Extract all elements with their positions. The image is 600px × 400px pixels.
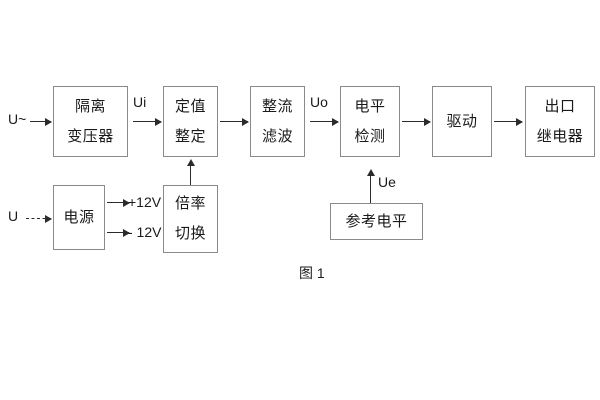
supply-output-label-negative-12v: - 12V xyxy=(128,224,162,240)
block-drive: 驱动 xyxy=(432,86,492,157)
block-power-supply: 电源 xyxy=(53,185,105,250)
block-rectify-filter: 整流 滤波 xyxy=(250,86,305,157)
figure-caption: 图 1 xyxy=(299,265,325,281)
block-drive-line1: 驱动 xyxy=(446,112,478,130)
block-power-supply-line1: 电源 xyxy=(63,208,95,226)
block-level-detect: 电平 检测 xyxy=(340,86,400,157)
arrow-ac-input-to-isolation-transformer xyxy=(30,118,52,126)
signal-label-ue: Ue xyxy=(378,174,396,190)
block-output-relay-line1: 出口 xyxy=(544,97,576,115)
block-multiplier-switch-line1: 倍率 xyxy=(174,195,206,213)
arrow-multiplier-switch-to-setting-value xyxy=(186,159,195,185)
block-rectify-filter-line2: 滤波 xyxy=(261,127,293,145)
arrow-drive-to-output-relay xyxy=(494,118,523,126)
arrow-reference-level-to-level-detect xyxy=(366,169,375,203)
block-output-relay-line2: 继电器 xyxy=(536,127,584,145)
arrow-power-supply-positive-12v xyxy=(107,199,130,207)
block-reference-level: 参考电平 xyxy=(330,203,423,240)
arrow-power-supply-negative-12v xyxy=(107,229,130,237)
block-output-relay: 出口 继电器 xyxy=(525,86,595,157)
block-setting-value-line1: 定值 xyxy=(174,97,206,115)
block-multiplier-switch: 倍率 切换 xyxy=(163,185,218,253)
block-level-detect-line1: 电平 xyxy=(354,97,386,115)
block-setting-value: 定值 整定 xyxy=(163,86,218,157)
input-label-ac: U~ xyxy=(8,111,27,127)
signal-label-uo: Uo xyxy=(310,94,328,110)
block-isolation-transformer-line1: 隔离 xyxy=(74,97,106,115)
block-reference-level-line1: 参考电平 xyxy=(345,212,408,230)
arrow-setting-value-to-rectify-filter xyxy=(220,118,249,126)
block-rectify-filter-line1: 整流 xyxy=(261,97,293,115)
signal-label-ui: Ui xyxy=(133,94,147,110)
block-isolation-transformer: 隔离 变压器 xyxy=(53,86,128,157)
block-level-detect-line2: 检测 xyxy=(354,127,386,145)
arrow-level-detect-to-drive xyxy=(402,118,431,126)
input-label-dc: U xyxy=(8,208,19,224)
arrow-isolation-transformer-to-setting-value xyxy=(133,118,162,126)
block-multiplier-switch-line2: 切换 xyxy=(174,225,206,242)
supply-output-label-positive-12v: +12V xyxy=(128,194,162,210)
arrow-dc-input-to-power-supply xyxy=(26,215,52,223)
block-setting-value-line2: 整定 xyxy=(174,127,206,145)
block-isolation-transformer-line2: 变压器 xyxy=(67,127,114,145)
arrow-rectify-filter-to-level-detect xyxy=(310,118,339,126)
